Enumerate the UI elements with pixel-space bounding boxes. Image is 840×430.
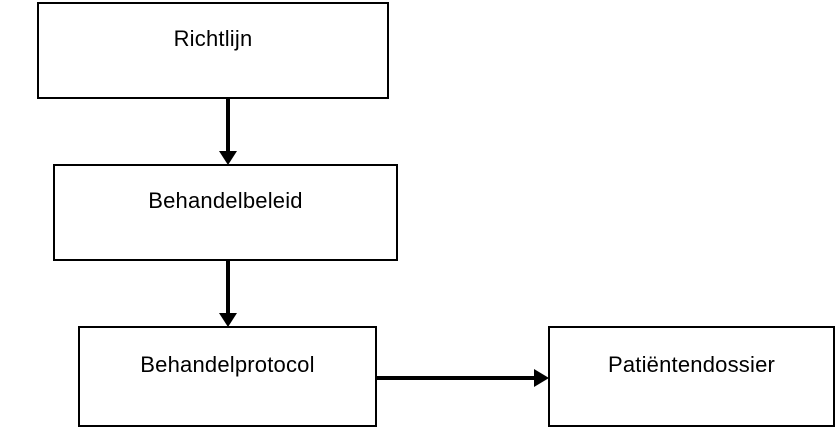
arrowhead-patientendossier	[534, 369, 549, 387]
node-label-behandelprotocol: Behandelprotocol	[140, 352, 315, 377]
node-behandelprotocol: Behandelprotocol	[78, 326, 377, 427]
arrowhead-behandelbeleid	[219, 151, 237, 165]
node-behandelbeleid: Behandelbeleid	[53, 164, 398, 261]
arrowhead-behandelprotocol	[219, 313, 237, 327]
node-label-patientendossier: Patiëntendossier	[607, 352, 776, 377]
node-label-behandelbeleid: Behandelbeleid	[148, 188, 303, 213]
node-richtlijn: Richtlijn	[37, 2, 389, 99]
node-patientendossier: Patiëntendossier	[548, 326, 835, 427]
node-label-richtlijn: Richtlijn	[173, 26, 253, 51]
